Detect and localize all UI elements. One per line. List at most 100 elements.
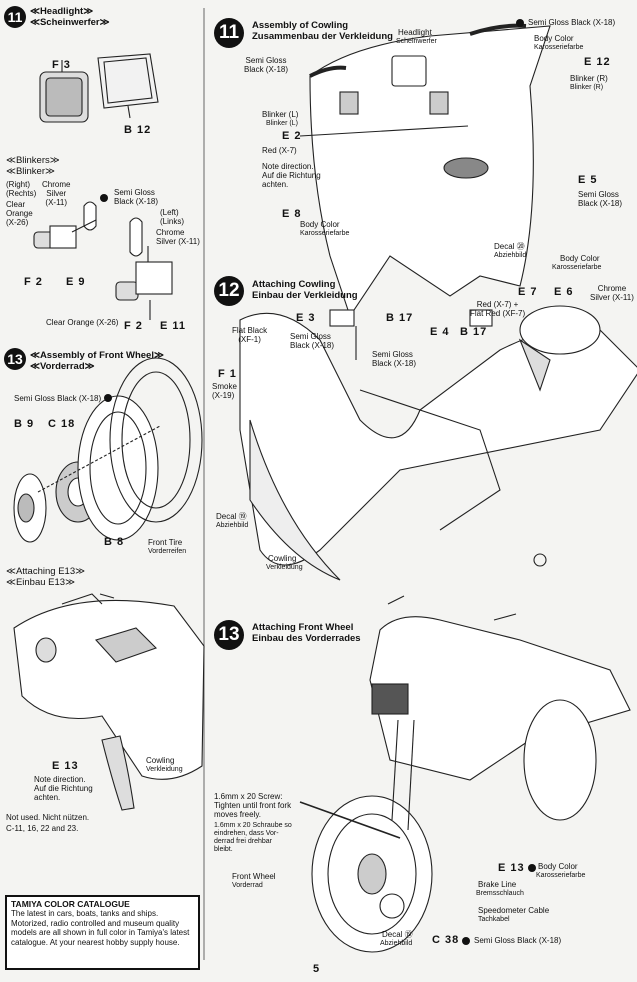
- step-13-wheel-badge: 13: [214, 620, 244, 650]
- part-e3: E 3: [296, 312, 316, 324]
- label-semi-gloss-black-12b: Semi Gloss Black (X-18): [372, 350, 417, 368]
- catalogue-body: The latest in cars, boats, tanks and shi…: [11, 909, 190, 947]
- label-cowling: Cowling: [146, 756, 175, 765]
- not-used-note: Not used. Nicht nützen. C-11, 16, 22 and…: [6, 813, 90, 833]
- label-semi-gloss-black-12a: Semi Gloss Black (X-18): [290, 332, 335, 350]
- label-karosseriefarbe-2: Karosseriefarbe: [300, 230, 350, 237]
- color-catalogue-box: TAMIYA COLOR CATALOGUE The latest in car…: [5, 895, 200, 970]
- label-blinker-l: Blinker (L): [262, 110, 299, 119]
- part-e9: E 9: [66, 276, 86, 288]
- label-verkleidung-12: Verkleidung: [266, 564, 303, 571]
- label-speedometer-cable: Speedometer Cable: [478, 906, 550, 915]
- blinkers-title-de: ≪Blinker≫: [6, 166, 55, 177]
- label-links: (Links): [160, 217, 185, 226]
- paint-dot: [528, 864, 536, 872]
- label-chrome-silver-2: Chrome Silver (X-11): [156, 228, 200, 246]
- label-blinker-r: Blinker (R): [570, 74, 608, 83]
- step-12-badge: 12: [214, 276, 244, 306]
- label-scheinwerfer: Scheinwerfer: [396, 38, 437, 45]
- label-tachkabel: Tachkabel: [478, 916, 510, 923]
- label-cowling-12: Cowling: [268, 554, 297, 563]
- part-f2-a: F 2: [24, 276, 43, 288]
- label-red: Red (X-7): [262, 146, 297, 155]
- part-e12: E 12: [584, 56, 611, 68]
- label-body-color: Body Color: [534, 34, 574, 43]
- label-semi-gloss-black-right: Semi Gloss Black (X-18): [578, 190, 623, 208]
- label-flat-black: Flat Black (XF-1): [232, 326, 268, 344]
- blinkers-drawing: [33, 201, 173, 320]
- part-f3: F 3: [52, 59, 71, 71]
- motorcycle-front-wheel-drawing: [299, 595, 631, 953]
- label-decal-20: Decal ⑳: [494, 242, 525, 251]
- label-vorderrad: Vorderrad: [232, 882, 263, 889]
- attaching-e13-title-de: ≪Einbau E13≫: [6, 577, 76, 588]
- paint-dot: [104, 394, 112, 402]
- label-red-flat-red: Red (X-7) + Flat Red (XF-7): [470, 300, 526, 318]
- label-note-direction: Note direction. Auf die Richtung achten.: [34, 775, 93, 802]
- page-number: 5: [313, 963, 320, 975]
- part-e5: E 5: [578, 174, 598, 186]
- step-11-badge: 11: [4, 6, 26, 28]
- part-e13-13: E 13: [498, 862, 525, 874]
- label-clear-orange-2: Clear Orange (X-26): [46, 318, 119, 327]
- paint-dot: [100, 194, 108, 202]
- label-karosseriefarbe: Karosseriefarbe: [534, 44, 584, 51]
- part-e4: E 4: [430, 326, 450, 338]
- label-front-wheel: Front Wheel: [232, 872, 276, 881]
- label-karosseriefarbe-3: Karosseriefarbe: [552, 264, 602, 271]
- label-vorderreifen: Vorderreifen: [148, 548, 187, 555]
- label-brake-line: Brake Line: [478, 880, 517, 889]
- headlight-title-de: ≪Scheinwerfer≫: [30, 17, 110, 28]
- part-e2: E 2: [282, 130, 302, 142]
- part-e11: E 11: [160, 320, 187, 332]
- catalogue-title: TAMIYA COLOR CATALOGUE: [11, 899, 130, 909]
- headlight-title: ≪Headlight≫: [30, 6, 94, 17]
- label-body-color-2: Body Color: [300, 220, 340, 229]
- part-e6: E 6: [554, 286, 574, 298]
- step-13-title-de: Einbau des Vorderrades: [252, 633, 361, 644]
- part-e7: E 7: [518, 286, 538, 298]
- label-rechts: (Rechts): [6, 189, 37, 198]
- label-clear-orange: Clear Orange (X-26): [6, 200, 33, 227]
- step-13-title: Attaching Front Wheel: [252, 622, 354, 633]
- label-smoke: Smoke (X-19): [212, 382, 237, 400]
- step-12-title-de: Einbau der Verkleidung: [252, 290, 358, 301]
- step-12-title: Attaching Cowling: [252, 279, 336, 290]
- screw-instruction: 1.6mm x 20 Screw: Tighten until front fo…: [214, 792, 292, 819]
- blinkers-title: ≪Blinkers≫: [6, 155, 60, 166]
- label-karosseriefarbe-13: Karosseriefarbe: [536, 872, 586, 879]
- label-semi-gloss-black: Semi Gloss Black (X-18): [114, 188, 159, 206]
- label-chrome-silver: Chrome Silver (X-11): [42, 180, 71, 207]
- label-abziehbild-19: Abziehbild: [216, 522, 249, 529]
- label-semi-gloss-black-top: Semi Gloss Black (X-18): [528, 18, 616, 27]
- step-11-title: Assembly of Cowling: [252, 20, 349, 31]
- part-e13: E 13: [52, 760, 79, 772]
- motorcycle-cowling-drawing: [239, 305, 637, 581]
- paint-dot: [516, 19, 524, 27]
- label-abziehbild-20: Abziehbild: [494, 252, 527, 259]
- step-11-cowling-badge: 11: [214, 18, 244, 48]
- part-b12: B 12: [124, 124, 152, 136]
- part-b8: B 8: [104, 536, 125, 548]
- headlight-drawing: [39, 53, 159, 123]
- cowling-assembly-drawing: [299, 23, 551, 318]
- part-f1: F 1: [218, 368, 237, 380]
- label-headlight: Headlight: [398, 28, 432, 37]
- part-f2-b: F 2: [124, 320, 143, 332]
- front-wheel-title: ≪Assembly of Front Wheel≫: [30, 350, 164, 361]
- part-b17-a: B 17: [386, 312, 414, 324]
- label-semi-gloss-black-wheel: Semi Gloss Black (X-18): [14, 394, 102, 403]
- label-decal-19-13: Decal ⑲: [382, 930, 413, 939]
- label-note-direction-11: Note direction. Auf die Richtung achten.: [262, 162, 321, 189]
- part-c18: C 18: [48, 418, 76, 430]
- front-wheel-drawing: [13, 357, 203, 543]
- label-verkleidung: Verkleidung: [146, 766, 183, 773]
- label-body-color-3: Body Color: [560, 254, 600, 263]
- part-c38: C 38: [432, 934, 460, 946]
- step-13-badge: 13: [4, 348, 26, 370]
- label-left: (Left): [160, 208, 179, 217]
- label-abziehbild-19-13: Abziehbild: [380, 940, 413, 947]
- label-right: (Right): [6, 180, 31, 189]
